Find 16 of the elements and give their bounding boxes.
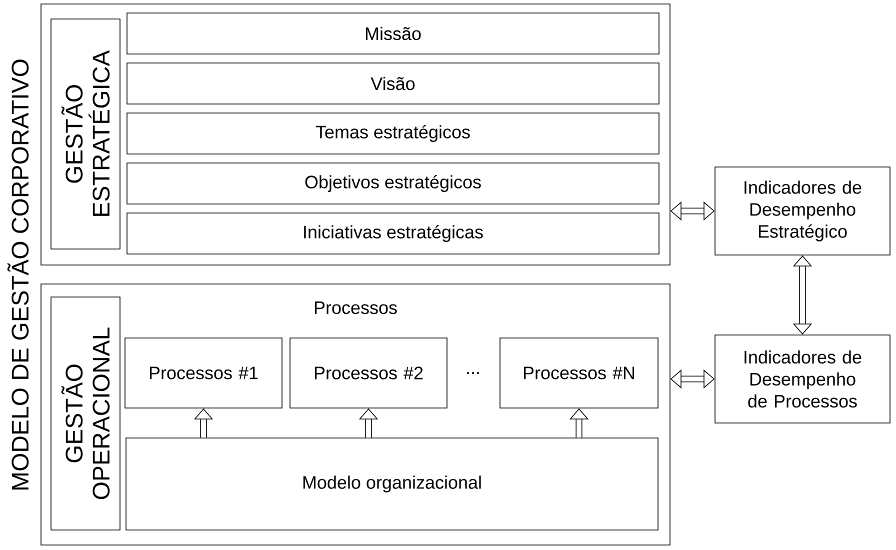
section-box: GESTÃO ESTRATÉGICA [50,18,120,250]
text-box: Missão [126,12,660,54]
section-box: GESTÃO OPERACIONAL [50,296,120,530]
process-box: Processos #1 [124,338,282,408]
process-box: Processos #2 [290,338,448,408]
indicator-box: Indicadores de Desempenho Estratégico [714,166,890,256]
text-box: Objetivos estratégicos [126,162,660,204]
diagram-title: MODELO DE GESTÃO CORPORATIVO [7,60,29,490]
text-box: Temas estratégicos [126,112,660,154]
group-box [40,4,670,266]
text-box: Visão [126,62,660,104]
text-box: Modelo organizacional [126,438,658,530]
text-box: Iniciativas estratégicas [126,212,660,254]
indicator-box: Indicadores de Desempenho de Processos [714,334,890,424]
process-box: Processos #N [500,338,658,408]
ellipsis: ... [467,372,479,374]
